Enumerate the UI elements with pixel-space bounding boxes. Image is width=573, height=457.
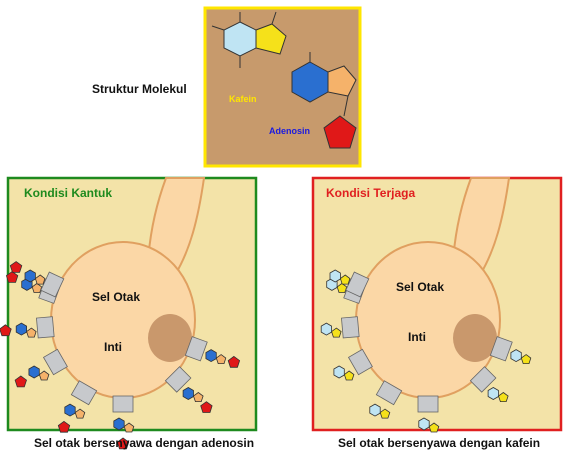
adenosine-ribose-ring: [57, 420, 71, 433]
receptor-site: [341, 316, 360, 339]
receptor-site: [347, 348, 373, 376]
sleepy-neuron: [50, 177, 206, 399]
caffeine-molecule-ring: [329, 269, 341, 283]
sleepy-caption: Sel otak bersenyawa dengan adenosin: [34, 436, 255, 450]
adenosine-molecule-ring: [34, 274, 46, 285]
adenosine-molecule-ring: [193, 392, 204, 403]
sleepy-panel-title: Kondisi Kantuk: [24, 186, 113, 200]
adenosine-ribose-ring: [200, 401, 213, 413]
caffeine-molecule: [211, 11, 287, 68]
adenosine-molecule-ring: [205, 349, 217, 363]
caffeine-molecule-ring: [520, 354, 532, 365]
adenosine-molecule-ring: [123, 422, 135, 433]
caffeine-molecule-ring: [331, 327, 342, 338]
awake-cell-label: Sel Otak: [396, 280, 445, 294]
adenosine-molecule-ring: [215, 354, 227, 365]
caffeine-molecule-ring: [379, 408, 391, 419]
adenosine-molecule-ring: [38, 370, 50, 381]
molecule-heading: Struktur Molekul: [92, 82, 187, 96]
adenosine-molecule: [291, 52, 357, 149]
adenosine-ribose-ring: [0, 324, 12, 337]
adenosine-molecule-ring: [74, 408, 86, 419]
receptor-site: [345, 271, 370, 298]
sleepy-receptors: [0, 261, 241, 450]
receptor-site: [112, 395, 134, 413]
adenosine-ribose-ring: [5, 271, 19, 283]
caffeine-molecule-ring: [369, 403, 381, 417]
adenosine-molecule-ring: [113, 417, 125, 431]
adenosine-molecule-ring: [26, 327, 37, 338]
receptor-site: [489, 336, 513, 362]
sleepy-cell-label: Sel Otak: [92, 290, 141, 304]
caffeine-molecule-ring: [336, 282, 348, 293]
adenosine-molecule-ring: [64, 403, 76, 417]
caffeine-molecule-ring: [339, 274, 351, 285]
receptor-site: [42, 348, 68, 376]
receptor-site: [164, 366, 192, 393]
caffeine-molecule-ring: [498, 392, 509, 403]
receptor-site: [469, 366, 497, 393]
adenosine-molecule-ring: [31, 282, 43, 293]
sleepy-nucleus-label: Inti: [104, 340, 122, 354]
adenosine-ribose-ring: [9, 261, 23, 273]
awake-panel-title: Kondisi Terjaga: [326, 186, 416, 200]
adenosine-molecule-ring: [24, 269, 36, 283]
sleepy-nucleus: [148, 314, 192, 362]
caffeine-molecule-ring: [418, 417, 430, 431]
adenosine-ribose-ring: [14, 375, 27, 388]
adenosine-molecule-ring: [28, 365, 40, 379]
caffeine-molecule-ring: [343, 370, 355, 381]
receptor-site: [70, 380, 98, 406]
adenosine-molecule-ring: [15, 322, 28, 336]
caffeine-molecule-ring: [320, 322, 333, 336]
awake-nucleus: [453, 314, 497, 362]
receptor-site: [40, 271, 65, 298]
caffeine-molecule-ring: [428, 422, 440, 433]
adenosine-molecule-ring: [182, 387, 194, 400]
adenosine-label: Adenosin: [269, 126, 311, 136]
adenosine-ribose-ring: [227, 355, 241, 368]
awake-receptors: [320, 269, 532, 433]
caffeine-label: Kafein: [229, 94, 257, 104]
receptor-site: [417, 395, 439, 413]
receptor-site: [184, 336, 208, 362]
receptor-site: [375, 380, 403, 406]
caffeine-molecule-ring: [487, 387, 499, 400]
awake-caption: Sel otak bersenyawa dengan kafein: [338, 436, 541, 450]
receptor-site: [36, 316, 55, 339]
awake-nucleus-label: Inti: [408, 330, 426, 344]
caffeine-molecule-ring: [510, 349, 522, 363]
caffeine-molecule-ring: [333, 365, 345, 379]
adenosine-ribose-ring: [116, 437, 130, 450]
awake-neuron: [355, 177, 511, 399]
